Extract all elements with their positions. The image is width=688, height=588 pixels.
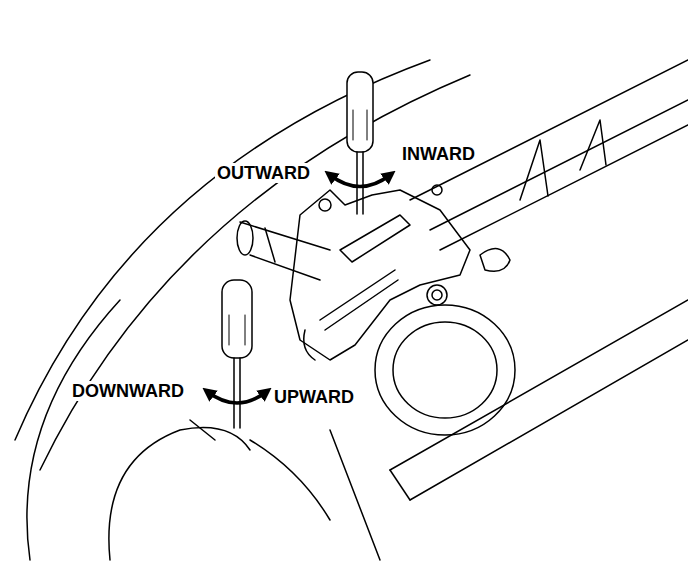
direction-label: INWARD bbox=[400, 144, 477, 164]
direction-label: DOWNWARD bbox=[70, 381, 186, 401]
direction-label: UPWARD bbox=[272, 387, 356, 407]
direction-label: OUTWARD bbox=[215, 163, 312, 183]
